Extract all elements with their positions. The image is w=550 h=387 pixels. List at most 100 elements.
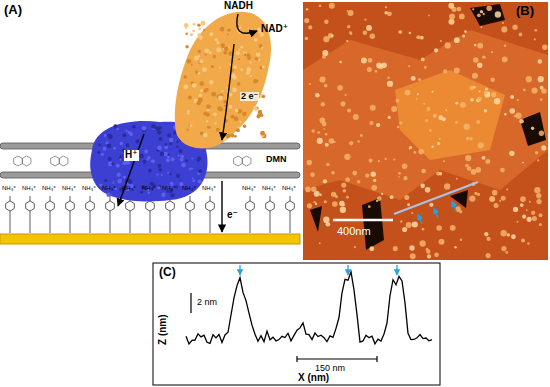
drawing-part [175, 12, 271, 149]
drawing-part [393, 158, 395, 160]
drawing-part [185, 32, 188, 35]
drawing-part [490, 196, 495, 201]
drawing-part [228, 105, 232, 109]
drawing-part [143, 160, 147, 164]
drawing-part [457, 7, 462, 12]
drawing-part [477, 43, 483, 49]
drawing-part [367, 67, 372, 72]
drawing-part [198, 97, 203, 102]
aminophenyl-molecule [186, 196, 195, 233]
drawing-part [159, 126, 162, 129]
drawing-part [477, 97, 482, 102]
drawing-part [169, 138, 173, 142]
drawing-part [178, 155, 180, 157]
drawing-part [323, 128, 325, 130]
drawing-part [154, 126, 157, 129]
drawing-part [417, 93, 419, 95]
drawing-part [420, 36, 424, 40]
drawing-part [179, 149, 183, 153]
drawing-part [369, 246, 374, 251]
drawing-part [323, 179, 327, 183]
drawing-part [250, 211, 251, 233]
drawing-part [459, 14, 465, 20]
drawing-part [448, 19, 454, 25]
drawing-part [501, 246, 506, 251]
drawing-part [324, 84, 328, 88]
drawing-part [539, 213, 543, 217]
drawing-part [368, 205, 371, 208]
drawing-part [166, 201, 175, 211]
drawing-part [347, 25, 350, 28]
scale-bar [190, 293, 191, 313]
drawing-part [236, 51, 240, 55]
drawing-part [360, 134, 363, 137]
drawing-part [228, 29, 231, 32]
drawing-part [325, 222, 330, 227]
drawing-part [221, 43, 225, 47]
drawing-part [532, 216, 537, 221]
drawing-part [509, 108, 515, 114]
drawing-part [323, 216, 329, 222]
drawing-part [509, 151, 514, 156]
drawing-part [254, 38, 258, 42]
drawing-part [211, 92, 216, 97]
drawing-part [445, 42, 451, 48]
drawing-part [409, 245, 414, 250]
drawing-part [354, 246, 356, 248]
profile-curve [186, 272, 432, 344]
drawing-part [290, 211, 291, 233]
drawing-part [385, 158, 387, 160]
drawing-part [290, 196, 291, 201]
drawing-part [242, 156, 251, 166]
drawing-part [250, 62, 252, 64]
height-profile-plot [153, 263, 440, 385]
drawing-part [465, 164, 469, 168]
drawing-part [122, 133, 126, 137]
drawing-part [402, 227, 407, 232]
amine-label: NH₃⁺ [102, 185, 116, 191]
scale-bar [296, 356, 297, 362]
drawing-part [116, 164, 120, 168]
drawing-part [107, 157, 111, 161]
drawing-part [98, 143, 101, 146]
dmn-molecule [234, 156, 251, 166]
drawing-part [482, 55, 485, 58]
drawing-part [536, 199, 541, 204]
drawing-part [443, 69, 447, 73]
drawing-part [209, 51, 212, 54]
marker-arrow [418, 214, 422, 224]
drawing-part [70, 211, 71, 233]
drawing-part [128, 179, 133, 184]
drawing-part [418, 78, 421, 81]
peak-arrow [396, 265, 397, 275]
amine-label: NH₃⁺ [42, 185, 56, 191]
aminophenyl-molecule [246, 196, 255, 233]
drawing-part [502, 56, 508, 62]
aminophenyl-molecule [166, 196, 175, 233]
aminophenyl-molecule [146, 196, 155, 233]
drawing-part [110, 196, 111, 201]
aminophenyl-molecule [26, 196, 35, 233]
drawing-part [492, 190, 498, 196]
drawing-part [343, 189, 347, 193]
drawing-part [325, 143, 329, 147]
drawing-part [501, 196, 506, 201]
drawing-part [304, 18, 309, 23]
drawing-part [199, 81, 204, 86]
drawing-part [398, 30, 402, 34]
drawing-part [534, 187, 540, 193]
drawing-part [270, 196, 271, 201]
amine-label: NH₃⁺ [182, 185, 196, 191]
drawing-part [126, 161, 130, 165]
drawing-part [460, 238, 463, 241]
drawing-part [200, 89, 203, 92]
drawing-part [339, 61, 342, 64]
drawing-part [353, 114, 359, 120]
drawing-part [434, 48, 438, 52]
drawing-part [357, 140, 359, 142]
drawing-part [337, 85, 343, 91]
drawing-part [486, 237, 490, 241]
drawing-part [203, 89, 207, 93]
drawing-part [449, 13, 455, 19]
